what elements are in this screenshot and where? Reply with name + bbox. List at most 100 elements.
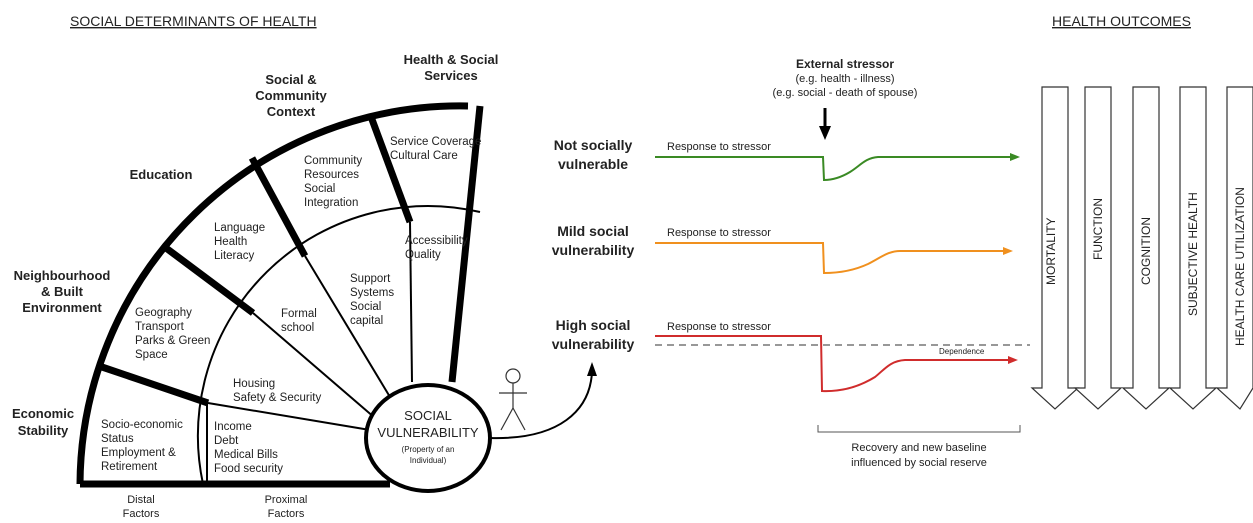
svg-text:Health: Health <box>214 236 247 248</box>
center-subtitle-1: (Property of an <box>402 445 455 454</box>
header-social-determinants: SOCIAL DETERMINANTS OF HEALTH <box>70 13 317 29</box>
separator-serv-edge <box>448 105 484 383</box>
svg-text:Income: Income <box>214 421 252 433</box>
category-services-2: Services <box>424 68 478 83</box>
stressor-line-1: (e.g. health - illness) <box>795 73 894 85</box>
segment-comm-distal: Community Resources Social Integration <box>304 155 362 209</box>
svg-text:Resources: Resources <box>304 169 359 181</box>
response-curve-not-vulnerable <box>655 153 1020 182</box>
outcome-function: FUNCTION <box>1091 198 1105 260</box>
svg-text:Integration: Integration <box>304 197 358 209</box>
center-subtitle-2: Individual) <box>410 456 447 465</box>
response-label-2: Response to stressor <box>667 227 771 239</box>
svg-text:Safety & Security: Safety & Security <box>233 392 321 404</box>
recovery-text-1: Recovery and new baseline <box>851 442 986 454</box>
stressor-line-2: (e.g. social - death of spouse) <box>773 87 918 99</box>
category-economic-2: Stability <box>18 423 69 438</box>
svg-text:Support: Support <box>350 273 391 285</box>
svg-text:Accessibility: Accessibility <box>405 235 468 247</box>
determinants-fan <box>76 102 484 488</box>
segment-econ-proximal: Income Debt Medical Bills Food security <box>214 421 283 475</box>
separator-comm-serv-inner <box>409 221 413 383</box>
svg-text:Socio-economic: Socio-economic <box>101 419 183 431</box>
outcome-arrow-mortality <box>1030 86 1080 410</box>
outer-arc <box>76 102 469 485</box>
center-title-2: VULNERABILITY <box>377 425 478 440</box>
svg-text:Medical Bills: Medical Bills <box>214 449 278 461</box>
separator-econ-neigh-outer <box>97 362 210 407</box>
proximal-factors-1: Proximal <box>265 494 308 506</box>
category-neighbourhood-2: & Built <box>41 284 84 299</box>
outcome-mortality: MORTALITY <box>1044 217 1058 285</box>
separator-neigh-edu-outer <box>159 242 256 316</box>
svg-text:Geography: Geography <box>135 307 192 319</box>
segment-edu-distal: Language Health Literacy <box>214 222 265 262</box>
svg-text:Community: Community <box>304 155 362 167</box>
segment-neigh-distal: Geography Transport Parks & Green Space <box>135 307 210 361</box>
svg-text:Language: Language <box>214 222 265 234</box>
person-icon <box>499 368 527 431</box>
distal-factors-1: Distal <box>127 494 155 506</box>
recovery-bracket <box>817 425 1021 433</box>
svg-text:Service Coverage: Service Coverage <box>390 136 481 148</box>
svg-text:Social: Social <box>350 301 381 313</box>
inner-arc <box>196 205 481 485</box>
svg-text:Cultural Care: Cultural Care <box>390 150 458 162</box>
segment-serv-proximal: Accessibility Quality <box>405 235 468 261</box>
outcome-cognition: COGNITION <box>1139 217 1153 285</box>
separator-neigh-edu-inner <box>252 312 376 419</box>
svg-text:Systems: Systems <box>350 287 394 299</box>
svg-text:school: school <box>281 322 314 334</box>
outcome-health-care-utilization: HEALTH CARE UTILIZATION <box>1233 187 1247 346</box>
segment-serv-distal: Service Coverage Cultural Care <box>390 136 481 162</box>
response-curve-high <box>655 335 1018 393</box>
connector-arrow <box>489 371 593 440</box>
stressor-arrowhead <box>819 126 831 140</box>
category-education: Education <box>130 167 193 182</box>
svg-text:capital: capital <box>350 315 383 327</box>
row-label-mild-2: vulnerability <box>552 242 635 258</box>
outcome-arrow-subjective-health <box>1168 86 1218 410</box>
row-label-high-1: High social <box>556 317 631 333</box>
row-label-not-vulnerable-1: Not socially <box>554 137 633 153</box>
response-label-1: Response to stressor <box>667 141 771 153</box>
center-title-1: SOCIAL <box>404 408 452 423</box>
svg-text:Retirement: Retirement <box>101 461 158 473</box>
stressor-title: External stressor <box>796 57 894 71</box>
category-neighbourhood-1: Neighbourhood <box>14 268 111 283</box>
svg-text:Space: Space <box>135 349 168 361</box>
distal-factors-2: Factors <box>123 508 160 520</box>
separator-edu-comm-outer <box>248 156 309 258</box>
category-community-1: Social & <box>265 72 316 87</box>
svg-text:Employment &: Employment & <box>101 447 176 459</box>
segment-econ-distal: Socio-economic Status Employment & Retir… <box>101 419 183 473</box>
row-label-high-2: vulnerability <box>552 336 635 352</box>
row-label-mild-1: Mild social <box>557 223 629 239</box>
response-curve-mild <box>655 242 1013 275</box>
dependence-label: Dependence <box>939 347 985 356</box>
svg-text:Status: Status <box>101 433 134 445</box>
separator-edu-comm-inner <box>304 255 391 398</box>
connector-arrowhead <box>587 362 597 376</box>
svg-text:Debt: Debt <box>214 435 239 447</box>
outcome-arrow-cognition <box>1121 86 1171 410</box>
category-community-3: Context <box>267 104 316 119</box>
recovery-text-2: influenced by social reserve <box>851 457 987 469</box>
svg-text:Food security: Food security <box>214 463 283 475</box>
header-health-outcomes: HEALTH OUTCOMES <box>1052 13 1191 29</box>
category-community-2: Community <box>255 88 327 103</box>
outcome-subjective-health: SUBJECTIVE HEALTH <box>1186 192 1200 316</box>
outcome-arrow-function <box>1073 86 1123 410</box>
svg-text:Literacy: Literacy <box>214 250 255 262</box>
row-label-not-vulnerable-2: vulnerable <box>558 156 628 172</box>
svg-text:Quality: Quality <box>405 249 441 261</box>
svg-text:Parks & Green: Parks & Green <box>135 335 210 347</box>
separator-comm-serv-outer <box>366 112 414 224</box>
svg-text:Transport: Transport <box>135 321 185 333</box>
segment-neigh-proximal: Housing Safety & Security <box>233 378 321 404</box>
proximal-factors-2: Factors <box>268 508 305 520</box>
separator-econ-neigh-inner <box>207 402 371 431</box>
category-services-1: Health & Social <box>404 52 499 67</box>
svg-text:Formal: Formal <box>281 308 317 320</box>
